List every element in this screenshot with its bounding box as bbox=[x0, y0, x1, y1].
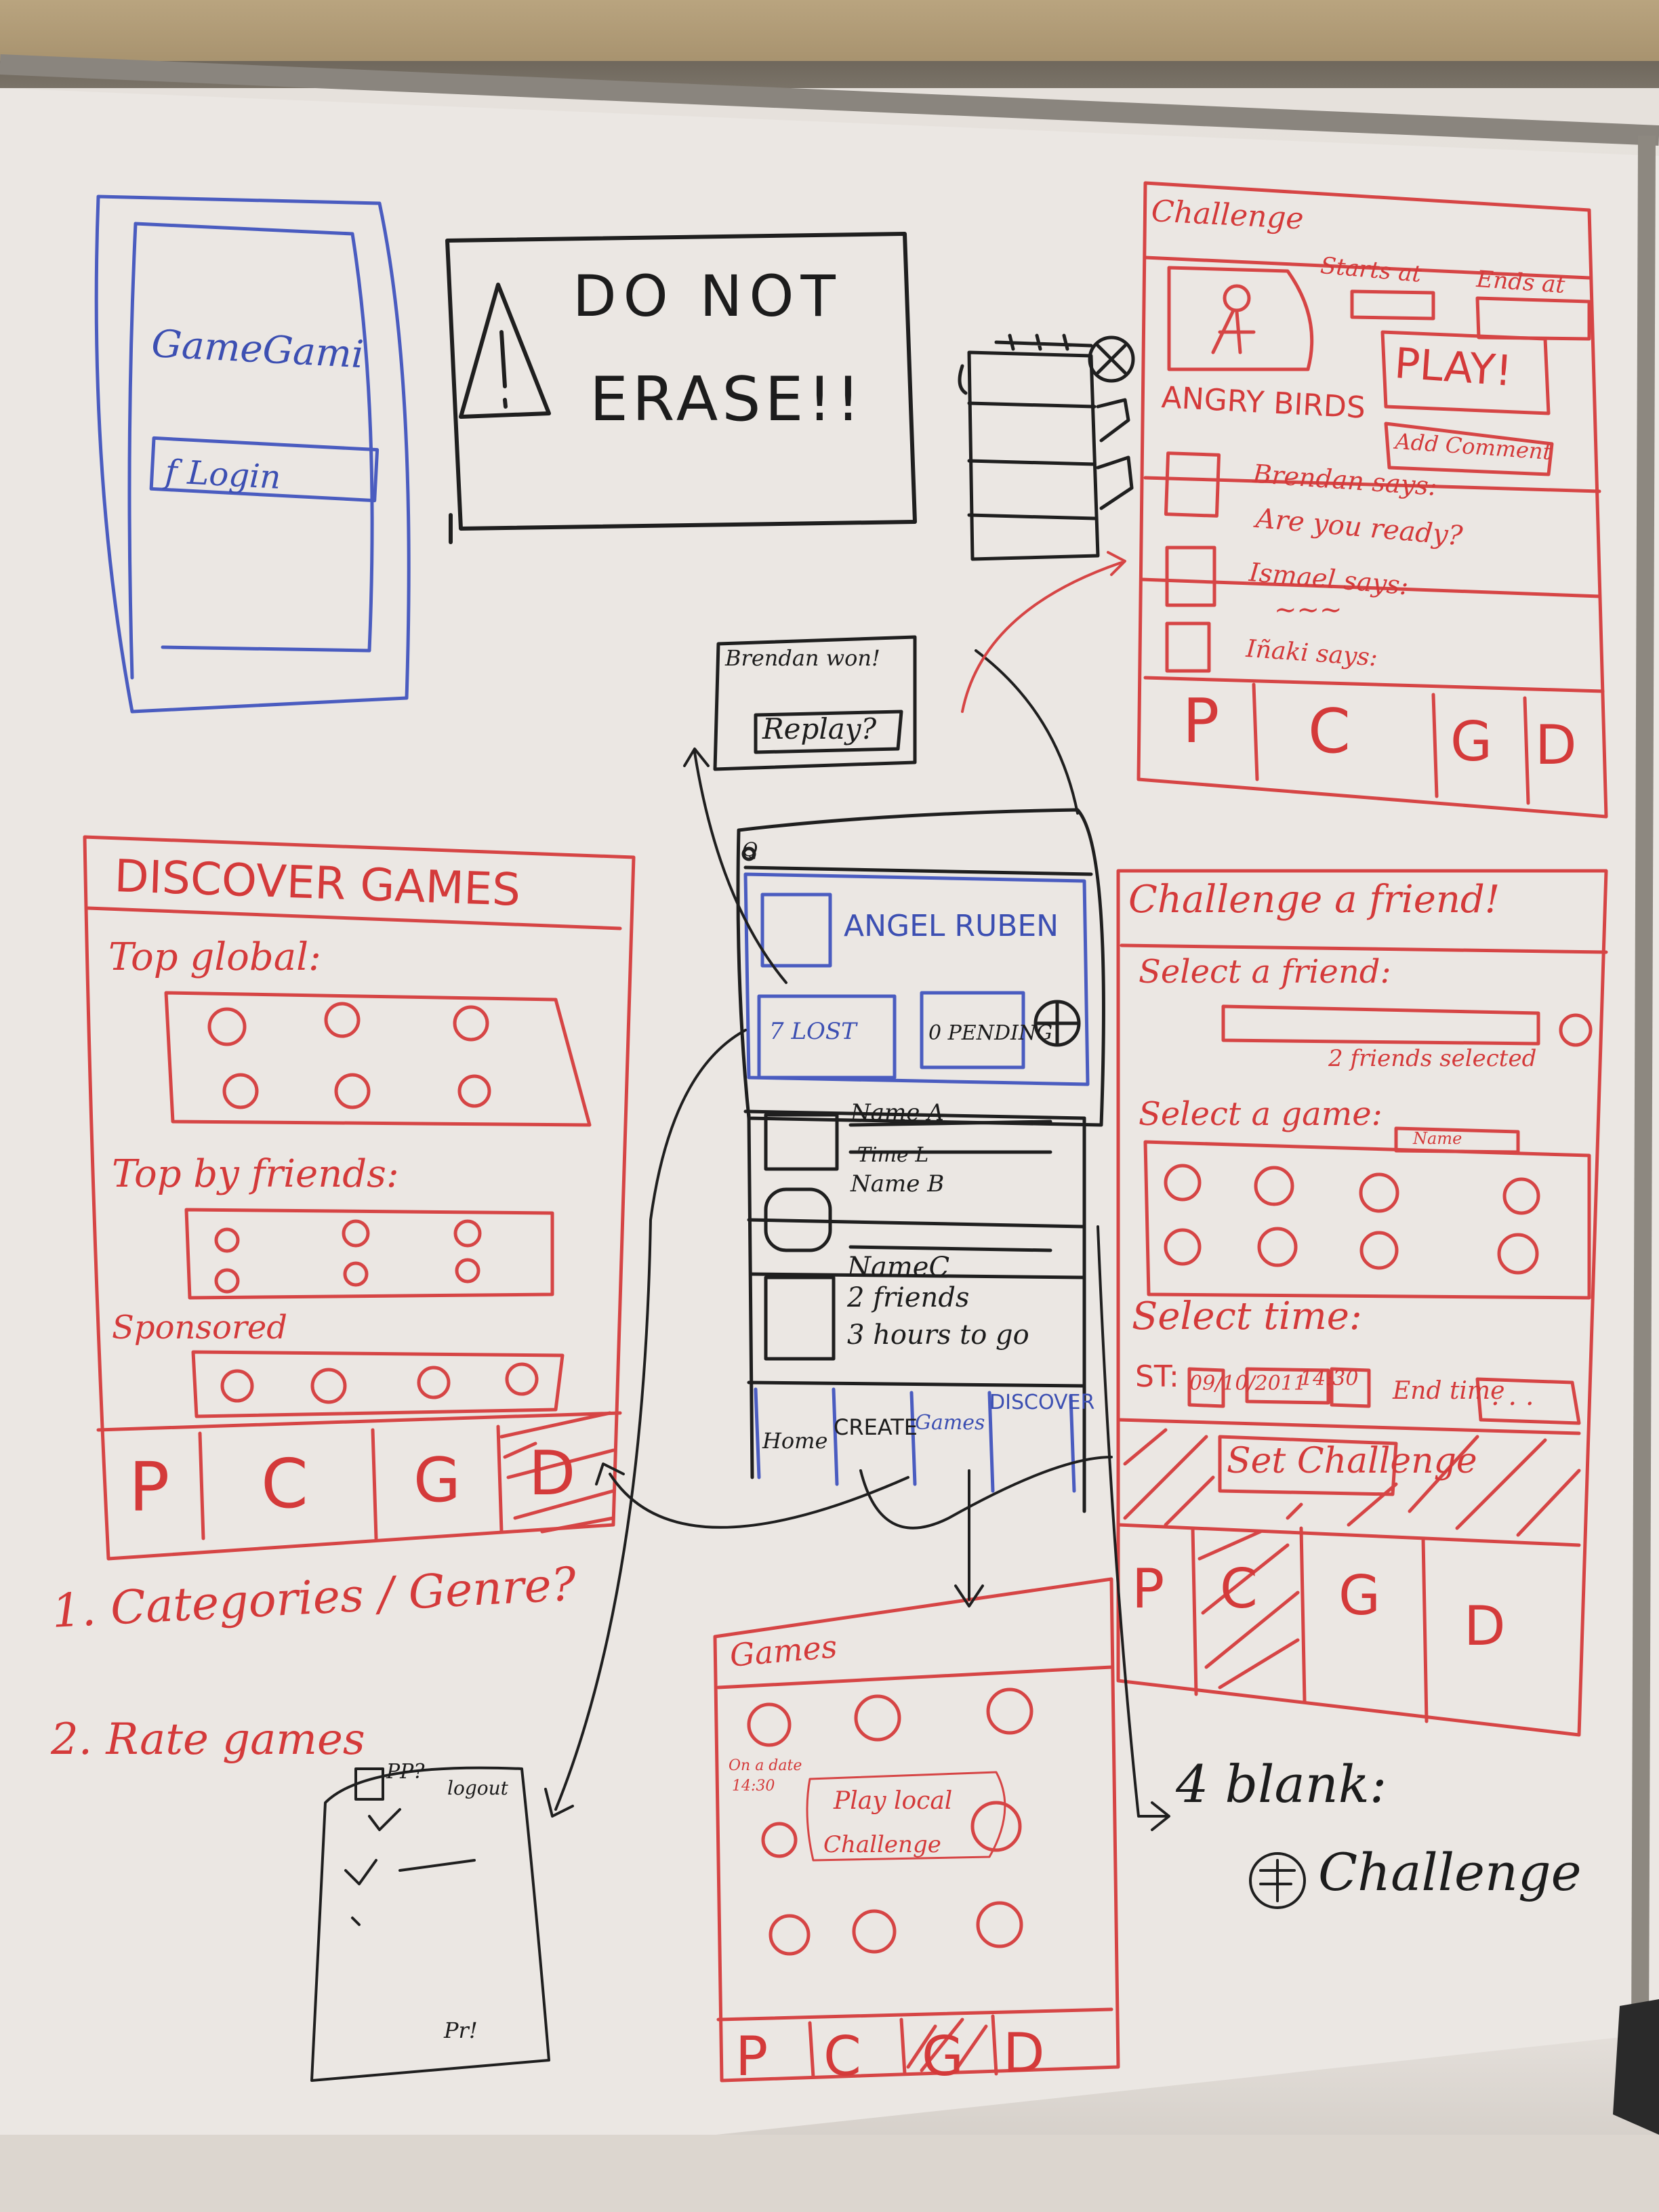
flow-arrows bbox=[544, 649, 1306, 1909]
games-tab-g[interactable]: G bbox=[922, 2025, 964, 2088]
warning-sign-frame bbox=[445, 232, 917, 544]
home-list-name-a: Name A bbox=[851, 1099, 944, 1126]
games-title: Games bbox=[728, 1628, 839, 1674]
discover-title: DISCOVER GAMES bbox=[113, 850, 522, 916]
replay-card-frame bbox=[713, 635, 917, 771]
discover-tab-c[interactable]: C bbox=[261, 1444, 308, 1523]
cf-start-label: ST: bbox=[1135, 1359, 1179, 1394]
home-list-name-b: Name B bbox=[851, 1170, 945, 1197]
games-play-local[interactable]: Play local bbox=[834, 1787, 953, 1815]
replay-winner: Brendan won! bbox=[725, 645, 880, 671]
discover-top-friends: Top by friends: bbox=[112, 1152, 399, 1196]
cf-start-hour[interactable]: 14:30 bbox=[1300, 1367, 1359, 1391]
home-stat-pending[interactable]: 0 PENDING bbox=[928, 1021, 1053, 1045]
challenge-tab-d[interactable]: D bbox=[1535, 714, 1577, 777]
cf-friends-selected: 2 friends selected bbox=[1328, 1045, 1537, 1072]
home-screen-frame bbox=[736, 808, 1105, 1513]
menu-sketch-bottom: Pr! bbox=[444, 2018, 478, 2043]
login-screen bbox=[94, 194, 411, 714]
discover-top-global: Top global: bbox=[108, 935, 321, 979]
discover-tab-d[interactable]: D bbox=[529, 1438, 576, 1509]
discover-sponsored: Sponsored bbox=[112, 1309, 288, 1347]
home-tab-home[interactable]: Home bbox=[762, 1428, 828, 1454]
home-profile-name: ANGEL RUBEN bbox=[844, 909, 1059, 943]
games-tab-c[interactable]: C bbox=[823, 2025, 861, 2088]
games-screen-frame bbox=[713, 1577, 1120, 2083]
cf-select-time: Select time: bbox=[1132, 1294, 1362, 1338]
cf-start-date[interactable]: 09/10/2011 bbox=[1189, 1372, 1307, 1395]
warning-triangle-icon bbox=[459, 283, 551, 419]
challenge-tab-p[interactable]: P bbox=[1183, 686, 1220, 757]
cf-select-game: Select a game: bbox=[1139, 1095, 1382, 1133]
cf-end-value[interactable]: . . . bbox=[1491, 1380, 1534, 1412]
home-stat-lost[interactable]: 7 LOST bbox=[769, 1018, 857, 1045]
menu-sketch-top: PP? bbox=[386, 1760, 425, 1784]
home-screen-blue bbox=[741, 846, 1090, 1493]
games-time: 14:30 bbox=[732, 1778, 775, 1795]
sponsored-game-icons bbox=[220, 1362, 539, 1404]
games-challenge[interactable]: Challenge bbox=[823, 1831, 941, 1858]
cf-tab-c[interactable]: C bbox=[1220, 1557, 1258, 1620]
discover-tab-p[interactable]: P bbox=[129, 1448, 170, 1527]
home-search-icon[interactable]: Q bbox=[742, 838, 758, 861]
discover-tab-g[interactable]: G bbox=[413, 1445, 461, 1516]
global-game-icons bbox=[207, 1002, 491, 1109]
home-list-sub2-c: 3 hours to go bbox=[847, 1319, 1029, 1351]
login-app-name: GameGami bbox=[150, 322, 365, 377]
home-list-sub-c: 2 friends bbox=[847, 1282, 970, 1313]
cf-end-label: End time bbox=[1393, 1377, 1505, 1405]
games-tab-d[interactable]: D bbox=[1003, 2022, 1045, 2085]
cf-select-friend: Select a friend: bbox=[1139, 953, 1391, 991]
cf-tab-p[interactable]: P bbox=[1132, 1557, 1165, 1620]
home-tab-create[interactable]: CREATE bbox=[834, 1414, 918, 1440]
challenge-screen-frame bbox=[1136, 181, 1608, 819]
menu-sketch-logout[interactable]: logout bbox=[447, 1777, 508, 1799]
cf-tab-g[interactable]: G bbox=[1338, 1564, 1380, 1627]
warning-line-1: DO NOT bbox=[573, 263, 842, 329]
replay-button[interactable]: Replay? bbox=[762, 712, 877, 745]
challenge-title: Challenge bbox=[1150, 194, 1305, 237]
challenge-play-button[interactable]: PLAY! bbox=[1393, 338, 1514, 396]
flow-arrow-red bbox=[961, 551, 1126, 713]
select-game-icons bbox=[1164, 1164, 1540, 1275]
games-tab-p[interactable]: P bbox=[735, 2025, 769, 2088]
menu-sketch-frame bbox=[310, 1766, 550, 2082]
challenge-tab-g[interactable]: G bbox=[1450, 710, 1492, 773]
warning-line-2: ERASE!! bbox=[590, 364, 865, 435]
cf-title: Challenge a friend! bbox=[1128, 878, 1500, 922]
home-tab-games[interactable]: Games bbox=[915, 1411, 985, 1435]
challenge-friend-frame bbox=[1116, 869, 1608, 1737]
note-rate-games: 2. Rate games bbox=[51, 1715, 365, 1765]
friends-game-icons bbox=[214, 1219, 482, 1294]
cf-tab-d[interactable]: D bbox=[1464, 1595, 1506, 1658]
discover-screen-frame bbox=[83, 835, 636, 1561]
login-button[interactable]: f Login bbox=[164, 453, 282, 497]
cf-set-challenge-button[interactable]: Set Challenge bbox=[1227, 1441, 1477, 1481]
blank-note-line-1: 4 blank: bbox=[1176, 1754, 1387, 1814]
challenge-tab-c[interactable]: C bbox=[1308, 696, 1351, 767]
home-list-name-c: NameC bbox=[847, 1252, 950, 1283]
list-widget-sketch bbox=[958, 333, 1135, 561]
cf-name-box[interactable]: Name bbox=[1413, 1129, 1462, 1148]
home-list-sub-a: Time L bbox=[857, 1143, 929, 1167]
challenge-ends-at: Ends at bbox=[1475, 266, 1566, 300]
blank-note-line-2: Challenge bbox=[1318, 1842, 1582, 1902]
home-tab-discover[interactable]: DISCOVER bbox=[989, 1391, 1095, 1414]
comment-text-2: ~~~ bbox=[1274, 594, 1343, 626]
games-on-a-date: On a date bbox=[729, 1757, 802, 1774]
